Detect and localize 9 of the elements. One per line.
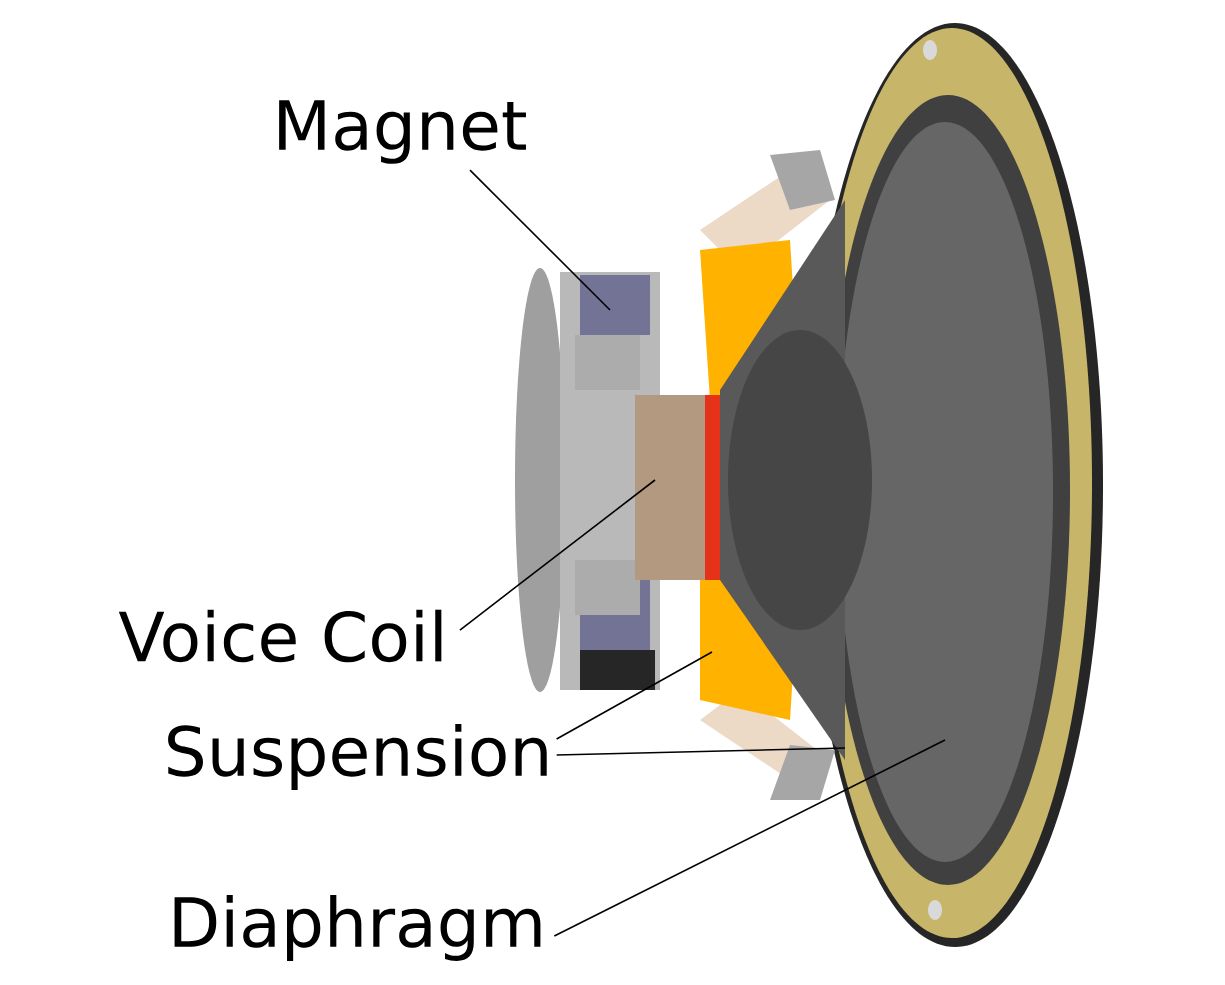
- leader-line: [555, 747, 846, 756]
- leader-line: [459, 479, 656, 631]
- leader-line: [555, 651, 713, 740]
- part-label: Suspension: [168, 724, 547, 790]
- part-label: Diaphragm: [174, 895, 541, 961]
- part-label: Voice Coil: [118, 609, 442, 663]
- part-label: Magnet: [279, 100, 526, 164]
- leader-line: [553, 739, 946, 937]
- leader-line: [469, 169, 611, 311]
